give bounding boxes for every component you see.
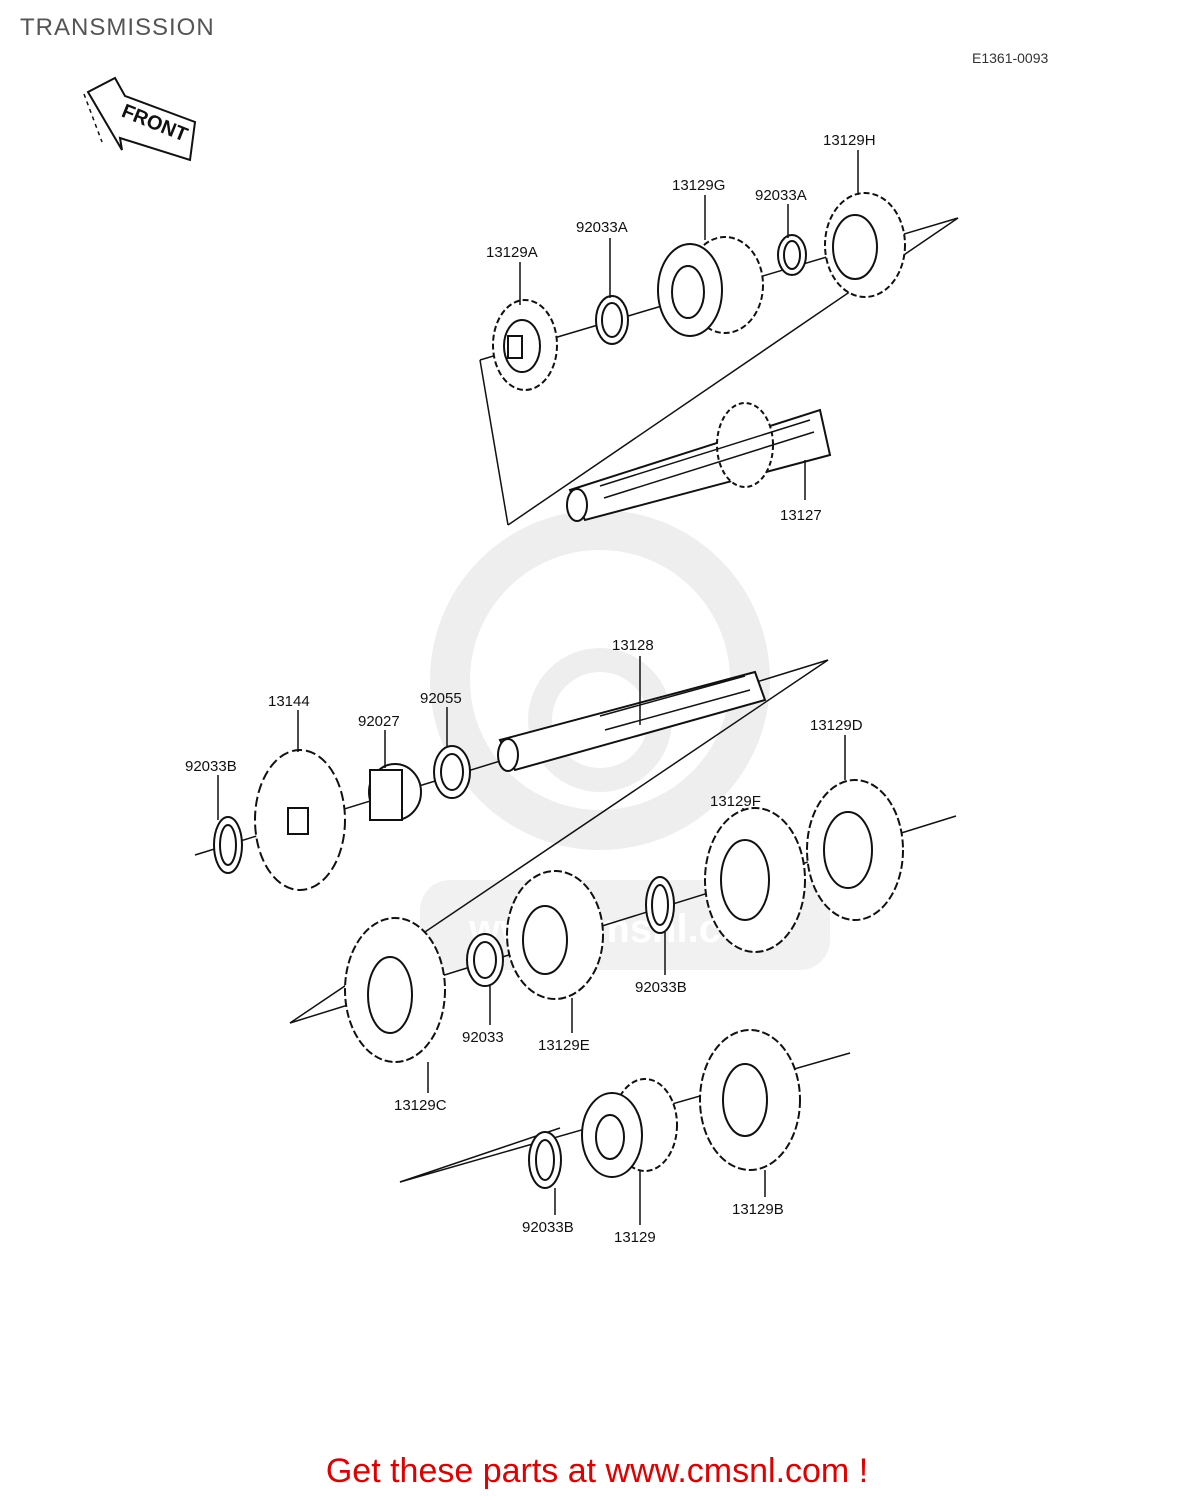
circlip-92033a-1[interactable]: [595, 295, 629, 345]
gear-13129c[interactable]: [344, 917, 446, 1063]
callout-13129a[interactable]: 13129A: [486, 244, 538, 261]
circlip-92033b-2[interactable]: [645, 876, 675, 934]
callout-13144[interactable]: 13144: [268, 693, 310, 710]
callout-92055[interactable]: 92055: [420, 690, 462, 707]
promo-link[interactable]: Get these parts at www.cmsnl.com !: [325, 1452, 869, 1490]
callout-13129d[interactable]: 13129D: [810, 717, 863, 734]
collar-92027[interactable]: [368, 763, 422, 821]
lower-gear-assembly: [399, 1029, 851, 1189]
callout-92033a-1[interactable]: 92033A: [576, 219, 628, 236]
circlip-92033a-2[interactable]: [777, 234, 807, 276]
callout-13129g[interactable]: 13129G: [672, 177, 725, 194]
callout-13128[interactable]: 13128: [612, 637, 654, 654]
callout-92033[interactable]: 92033: [462, 1029, 504, 1046]
input-shaft-assembly: [479, 192, 959, 526]
gear-13129[interactable]: [581, 1078, 678, 1178]
callout-labels: 13129H 13129G 92033A 92033A 13129A 13127…: [185, 132, 876, 1246]
callout-13129f[interactable]: 13129F: [710, 793, 761, 810]
callout-92033b-1[interactable]: 92033B: [185, 758, 237, 775]
gear-13129b[interactable]: [699, 1029, 801, 1171]
circlip-92033b-3[interactable]: [528, 1131, 562, 1189]
gear-13129a[interactable]: [492, 299, 558, 391]
input-shaft-13127[interactable]: [566, 402, 832, 522]
gear-13129d[interactable]: [806, 779, 904, 921]
callout-13129[interactable]: 13129: [614, 1229, 656, 1246]
callout-13129c[interactable]: 13129C: [394, 1097, 447, 1114]
gear-13129g[interactable]: [657, 236, 764, 337]
callout-92033b-3[interactable]: 92033B: [522, 1219, 574, 1236]
gear-13129h[interactable]: [824, 192, 906, 298]
exploded-parts-diagram: www.cmsnl.com FRONT: [83, 76, 959, 1246]
circlip-92033[interactable]: [466, 933, 504, 987]
circlip-92033b-1[interactable]: [213, 816, 243, 874]
callout-92027[interactable]: 92027: [358, 713, 400, 730]
callout-leaders: [217, 150, 859, 1225]
callout-13129b[interactable]: 13129B: [732, 1201, 784, 1218]
callout-13129e[interactable]: 13129E: [538, 1037, 590, 1054]
front-arrow-icon: FRONT: [83, 76, 197, 162]
output-shaft-assembly: [194, 659, 957, 1063]
washer-92055[interactable]: [433, 745, 471, 799]
diagram-code: E1361-0093: [972, 50, 1049, 66]
page-title: TRANSMISSION: [20, 14, 215, 41]
sprocket-13144[interactable]: [254, 749, 346, 891]
callout-92033a-2[interactable]: 92033A: [755, 187, 807, 204]
callout-13127[interactable]: 13127: [780, 507, 822, 524]
output-shaft-13128[interactable]: [497, 670, 767, 772]
callout-13129h[interactable]: 13129H: [823, 132, 876, 149]
gear-13129f[interactable]: [704, 807, 806, 953]
callout-92033b-2[interactable]: 92033B: [635, 979, 687, 996]
gear-13129e[interactable]: [506, 870, 604, 1000]
